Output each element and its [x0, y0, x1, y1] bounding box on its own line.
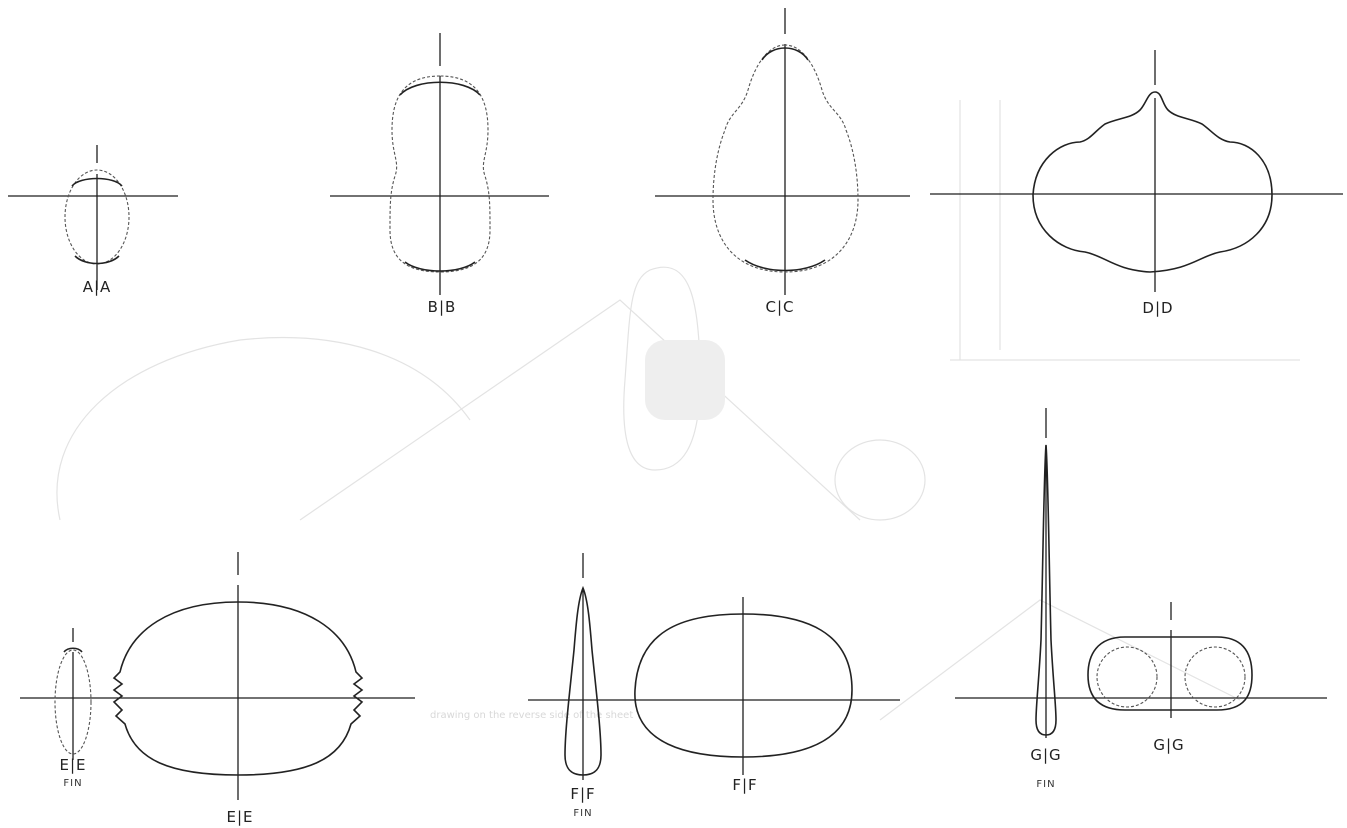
section-g-label: G|G: [1153, 736, 1184, 754]
section-e-label: E|E: [226, 808, 253, 826]
section-b-label: B|B: [428, 298, 457, 316]
section-g-fin-caption: FIN: [1036, 779, 1055, 790]
section-f-fin-label: F|F: [570, 785, 595, 803]
section-e-fin-label: E|E: [59, 756, 86, 774]
background-show-through: drawing on the reverse side of the sheet: [56, 100, 1300, 721]
section-d-label: D|D: [1142, 299, 1173, 317]
section-a: A|A: [8, 145, 178, 296]
section-a-label: A|A: [83, 278, 112, 296]
section-g: G|G FIN G|G: [955, 408, 1327, 790]
section-f-fin-caption: FIN: [573, 808, 592, 819]
section-e-fin-caption: FIN: [63, 778, 82, 789]
section-c: C|C: [655, 8, 910, 316]
svg-text:drawing on the reverse side of: drawing on the reverse side of the sheet: [430, 710, 633, 721]
section-g-fin-label: G|G: [1030, 746, 1061, 764]
section-f-label: F|F: [732, 776, 757, 794]
section-e: E|E FIN E|E: [20, 552, 415, 826]
section-c-label: C|C: [765, 298, 794, 316]
section-f: F|F FIN F|F: [528, 553, 900, 819]
section-b: B|B: [330, 33, 549, 316]
section-d: D|D: [930, 50, 1343, 317]
